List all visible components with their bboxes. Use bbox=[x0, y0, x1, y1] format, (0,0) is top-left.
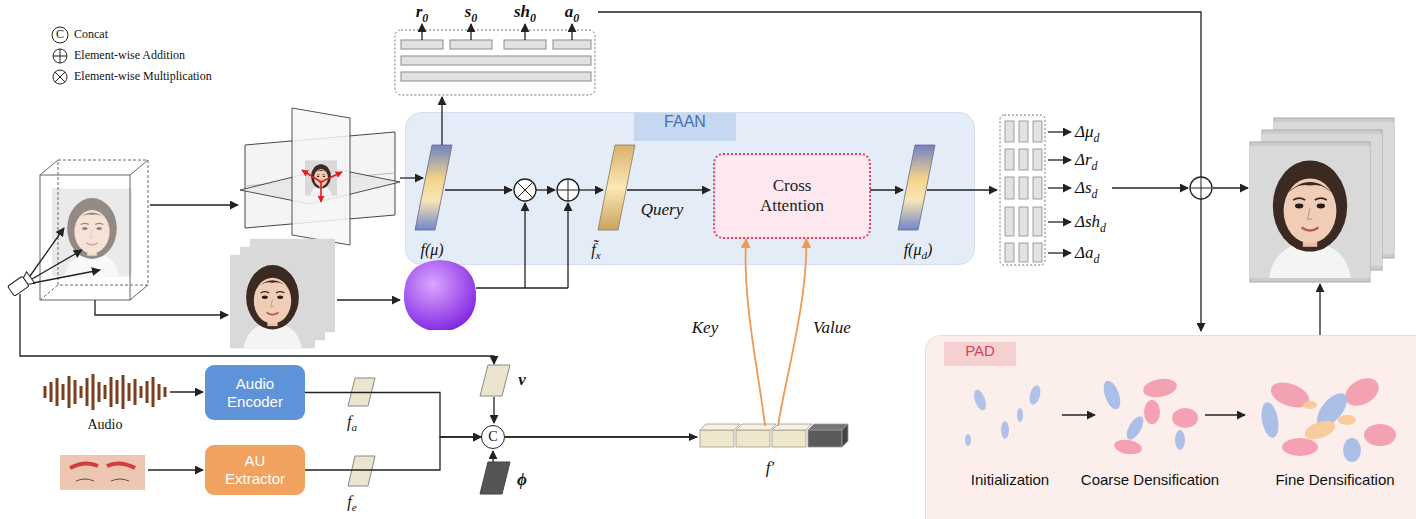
label-anchor: Initialization bbox=[1010, 480, 1088, 497]
connector-line bbox=[305, 437, 481, 470]
box-label: AU Extractor bbox=[215, 452, 295, 488]
label-anchor: f(μ) bbox=[432, 250, 455, 268]
output-name: Δshd bbox=[1075, 212, 1106, 232]
feature-name: f(μ) bbox=[420, 241, 443, 259]
box-label: Audio Encoder bbox=[215, 375, 295, 411]
edge-label: Value bbox=[813, 318, 851, 338]
subscript: 0 bbox=[471, 11, 477, 25]
signal-name: Query bbox=[641, 200, 683, 220]
symbol-letter: C bbox=[56, 28, 64, 42]
output-name: Δad bbox=[1075, 243, 1099, 263]
label-anchor: Δsd bbox=[1075, 188, 1098, 208]
label-anchor: Δμd bbox=[1075, 132, 1099, 152]
label-anchor: Concat bbox=[74, 35, 108, 49]
feature-connector bbox=[305, 437, 481, 470]
output-name: sh0 bbox=[514, 2, 536, 22]
output-name: Δμd bbox=[1075, 122, 1099, 142]
subscript: d bbox=[1100, 221, 1106, 235]
subscript: e bbox=[352, 501, 357, 513]
label-anchor: Query bbox=[662, 210, 704, 230]
label-anchor: fe bbox=[352, 502, 361, 519]
concat-symbol: C bbox=[481, 425, 505, 449]
label-anchor: Fine Densification bbox=[1335, 480, 1416, 497]
label-anchor: v bbox=[522, 380, 530, 400]
connector-line bbox=[505, 436, 697, 437]
label-anchor: C bbox=[60, 35, 68, 49]
output-name: r0 bbox=[416, 2, 429, 22]
extractor-box: AU Extractor bbox=[205, 445, 305, 495]
label-anchor: s0 bbox=[471, 12, 484, 32]
connector-line bbox=[305, 393, 481, 438]
subscript: d bbox=[1092, 159, 1098, 173]
subscript: d bbox=[1093, 252, 1099, 266]
label-anchor: Element-wise Multiplication bbox=[74, 77, 212, 91]
stage-caption: Fine Densification bbox=[1275, 471, 1394, 488]
subscript: a bbox=[351, 421, 357, 433]
symbol-letter: C bbox=[488, 430, 497, 444]
label-anchor: Coarse Densification bbox=[1150, 480, 1288, 497]
encoder-box: Audio Encoder bbox=[205, 365, 305, 420]
output-name: Δrd bbox=[1075, 150, 1098, 170]
feature-name: fa bbox=[347, 413, 357, 431]
label-anchor: f(μd) bbox=[918, 250, 947, 268]
module-panel: FAAN Cross Attention bbox=[405, 112, 975, 265]
output-name: s0 bbox=[465, 2, 478, 22]
subscript: d bbox=[1094, 131, 1100, 145]
subscript: d bbox=[1092, 187, 1098, 201]
stage-caption: Coarse Densification bbox=[1081, 471, 1219, 488]
edge-label: Key bbox=[692, 318, 718, 338]
label-anchor: Δshd bbox=[1075, 222, 1106, 242]
label-anchor: sh0 bbox=[525, 12, 547, 32]
feature-name: f̃x bbox=[591, 241, 600, 259]
attention-box: Cross Attention bbox=[713, 153, 871, 239]
panel-title: FAAN bbox=[634, 113, 736, 141]
feature-name: f′ bbox=[766, 458, 774, 478]
subscript: d bbox=[921, 249, 927, 261]
stage-caption: Initialization bbox=[971, 471, 1049, 488]
connector-line bbox=[746, 239, 765, 426]
input-name: Audio bbox=[88, 417, 123, 433]
label-anchor: Element-wise Addition bbox=[74, 56, 185, 70]
label-anchor: Δad bbox=[1075, 253, 1099, 273]
label-anchor: f̃x bbox=[596, 250, 605, 268]
feature-name: v bbox=[518, 370, 526, 390]
legend-text: Element-wise Addition bbox=[74, 49, 185, 63]
label-anchor: a0 bbox=[572, 12, 586, 32]
module-panel: PAD bbox=[925, 335, 1416, 519]
label-anchor: ϕ bbox=[522, 480, 532, 500]
feature-name: f(μd) bbox=[904, 241, 933, 259]
key-connector bbox=[505, 239, 765, 437]
label-anchor: Value bbox=[832, 328, 870, 348]
subscript: x bbox=[596, 249, 601, 261]
feature-connector bbox=[305, 393, 481, 438]
label-anchor: f′ bbox=[770, 468, 778, 488]
subscript: 0 bbox=[530, 11, 536, 25]
subscript: 0 bbox=[573, 11, 579, 25]
label-anchor: r0 bbox=[422, 12, 435, 32]
output-name: a0 bbox=[565, 2, 579, 22]
output-name: Δsd bbox=[1075, 178, 1098, 198]
connector-line bbox=[778, 239, 806, 426]
value-connector bbox=[505, 239, 806, 437]
label-anchor: Audio bbox=[105, 425, 140, 441]
label-anchor: Key bbox=[705, 328, 731, 348]
legend-text: Element-wise Multiplication bbox=[74, 70, 212, 84]
panel-title: PAD bbox=[944, 342, 1016, 366]
box-label: Cross Attention bbox=[742, 176, 842, 217]
connector-line bbox=[505, 436, 697, 437]
label-anchor: fa bbox=[352, 422, 362, 440]
label-anchor: Δrd bbox=[1075, 160, 1098, 180]
feature-name: ϕ bbox=[517, 470, 527, 490]
subscript: 0 bbox=[422, 11, 428, 25]
legend-text: Concat bbox=[74, 28, 108, 42]
feature-name: fe bbox=[347, 493, 356, 511]
